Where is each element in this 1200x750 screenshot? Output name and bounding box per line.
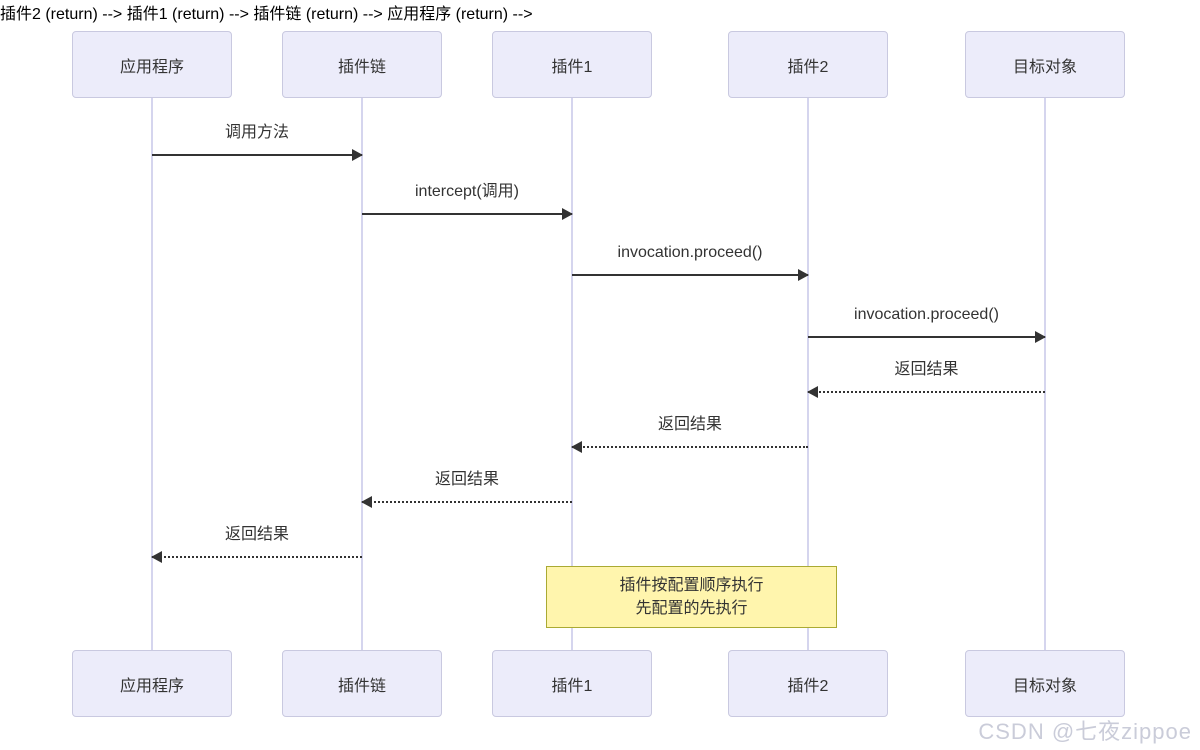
arrowhead-right-icon	[1035, 331, 1046, 343]
lifeline-chain	[361, 98, 363, 650]
arrowhead-right-icon	[352, 149, 363, 161]
actor-label: 应用程序	[119, 58, 184, 76]
message-line-solid	[362, 213, 572, 215]
actor-label: 插件2	[787, 677, 829, 695]
actor-top-app: 应用程序	[72, 31, 232, 98]
note-line-1: 插件按配置顺序执行	[619, 577, 764, 594]
message-label: invocation.proceed()	[617, 244, 763, 261]
actor-label: 目标对象	[1012, 58, 1077, 76]
message-label: 返回结果	[894, 361, 959, 378]
actor-label: 应用程序	[119, 677, 184, 695]
actor-label: 插件2	[787, 58, 829, 76]
lifeline-target	[1044, 98, 1046, 650]
actor-bottom-app: 应用程序	[72, 650, 232, 717]
actor-top-target: 目标对象	[965, 31, 1125, 98]
message-line-solid	[572, 274, 808, 276]
message-label: 返回结果	[224, 526, 289, 543]
message-line-dashed	[808, 391, 1045, 393]
arrowhead-left-icon	[807, 386, 818, 398]
message-line-solid	[808, 336, 1045, 338]
message-line-dashed	[572, 446, 808, 448]
actor-label: 插件链	[337, 677, 386, 695]
actor-bottom-plugin2: 插件2	[728, 650, 888, 717]
arrowhead-right-icon	[798, 269, 809, 281]
message-label: 返回结果	[434, 471, 499, 488]
actor-bottom-target: 目标对象	[965, 650, 1125, 717]
message-label: 返回结果	[657, 416, 722, 433]
watermark: CSDN @七夜zippoe	[978, 719, 1192, 744]
actor-bottom-plugin1: 插件1	[492, 650, 652, 717]
actor-label: 插件1	[551, 58, 593, 76]
actor-top-plugin1: 插件1	[492, 31, 652, 98]
actor-label: 插件链	[337, 58, 386, 76]
actor-label: 目标对象	[1012, 677, 1077, 695]
arrowhead-left-icon	[151, 551, 162, 563]
arrowhead-left-icon	[361, 496, 372, 508]
message-label: invocation.proceed()	[854, 306, 999, 323]
message-label: 调用方法	[224, 124, 289, 141]
actor-top-chain: 插件链	[282, 31, 442, 98]
arrowhead-left-icon	[571, 441, 582, 453]
note-line-2: 先配置的先执行	[635, 600, 748, 617]
lifeline-plugin1	[571, 98, 573, 650]
actor-top-plugin2: 插件2	[728, 31, 888, 98]
message-line-solid	[152, 154, 362, 156]
actor-bottom-chain: 插件链	[282, 650, 442, 717]
actor-label: 插件1	[551, 677, 593, 695]
message-line-dashed	[152, 556, 362, 558]
arrowhead-right-icon	[562, 208, 573, 220]
lifeline-app	[151, 98, 153, 650]
message-line-dashed	[362, 501, 572, 503]
lifeline-plugin2	[807, 98, 809, 650]
note-box: 插件按配置顺序执行 先配置的先执行	[546, 566, 837, 628]
message-label: intercept(调用)	[414, 183, 520, 200]
